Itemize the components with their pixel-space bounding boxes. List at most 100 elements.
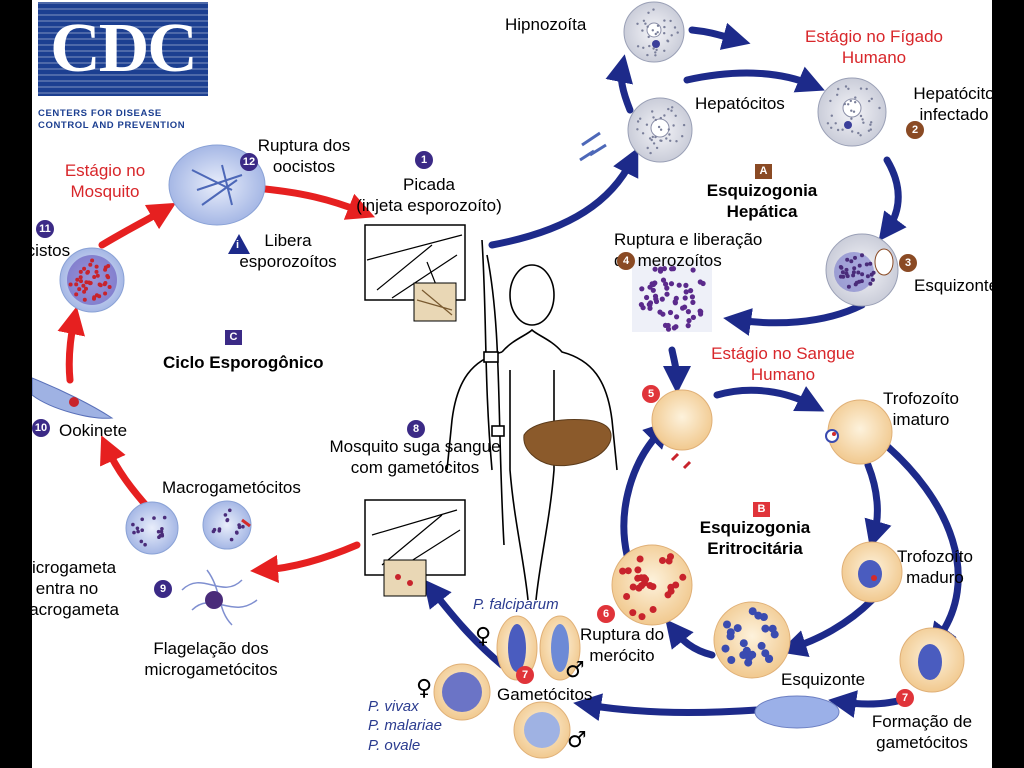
parasite-dot: [868, 261, 873, 266]
arrow-to-hipnozoita: [605, 54, 634, 114]
parasite-dot: [847, 103, 850, 106]
parasite-dot: [84, 286, 88, 291]
parasite-dot: [103, 267, 108, 272]
label-p-malariae: P. malariae: [368, 717, 442, 734]
parasite-dot: [653, 296, 659, 302]
arrow-outer-loop: [876, 436, 962, 652]
parasite-dot: [649, 606, 657, 613]
parasite-dot: [636, 120, 640, 123]
parasite-dot: [676, 31, 679, 34]
parasite-dot: [131, 522, 135, 527]
arrow-hepatocyte-to-infected: [683, 66, 825, 93]
parasite-dot: [135, 526, 140, 531]
parasite-dot: [663, 19, 666, 22]
parasite-dot: [82, 289, 87, 294]
parasite-dot: [679, 573, 687, 581]
stage-marker-b: B: [753, 502, 770, 517]
parasite-dot: [639, 117, 642, 120]
parasite-dot: [838, 274, 843, 279]
parasite-dot: [234, 530, 239, 535]
parasite-dot: [838, 265, 843, 269]
mosquito-bite-panel: [364, 224, 466, 322]
parasite-dot: [685, 309, 692, 315]
parasite-dot: [689, 294, 696, 300]
label-mosquito-feeds: Mosquito suga sangue com gametócitos: [329, 437, 501, 477]
ookinete-cell: [32, 377, 114, 419]
parasite-dot: [850, 117, 853, 120]
arrow-immature-to-mature: [864, 461, 892, 549]
parasite-dot: [726, 632, 735, 641]
parasite-dot: [92, 275, 97, 279]
step-badge-1: 1: [415, 151, 433, 169]
parasite-dot: [663, 281, 669, 287]
mosquito-stage-arrows: [57, 184, 375, 583]
parasite-dot: [686, 318, 692, 324]
parasite-dot: [761, 649, 770, 658]
parasite-dot: [636, 555, 644, 563]
parasite-dot: [654, 118, 657, 122]
parasite-dot: [851, 270, 856, 275]
parasite-dot: [659, 128, 663, 131]
macrogametocyte-cells: [125, 500, 252, 555]
label-gametocytes: Gametócitos: [497, 685, 593, 704]
arrow-rupture-to-bite: [250, 184, 375, 220]
step-badge-12: 12: [240, 153, 258, 171]
arrow-merozoite-to-blood: [662, 346, 691, 394]
parasite-dot: [836, 93, 839, 97]
parasite-dot: [690, 267, 696, 273]
parasite-dot: [77, 287, 82, 292]
parasite-dot: [86, 269, 90, 274]
liver-organ: [523, 419, 612, 467]
parasite-dot: [94, 269, 99, 274]
step-badge-9: 9: [154, 580, 172, 598]
parasite-dot: [744, 658, 753, 667]
parasite-dot: [217, 529, 222, 533]
parasite-dot: [105, 274, 110, 278]
parasite-dot: [655, 146, 659, 150]
parasite-dot: [98, 283, 103, 288]
parasite-dot: [623, 593, 631, 600]
microgametocyte-flagellation: [181, 569, 258, 626]
step-badge-6: 6: [597, 605, 615, 623]
parasite-dot: [661, 266, 668, 272]
parasite-dot: [865, 87, 868, 91]
parasite-dot: [859, 114, 863, 118]
parasite-dot: [641, 132, 645, 135]
parasite-dot: [143, 542, 147, 547]
oocyst-dots: [68, 258, 112, 302]
parasite-dot: [162, 515, 167, 520]
parasite-dot: [665, 557, 673, 565]
parasite-dot: [680, 305, 686, 311]
parasite-dot: [659, 116, 662, 120]
parasite-dot: [852, 110, 856, 113]
parasite-dot: [667, 128, 670, 131]
parasite-dot: [642, 46, 645, 49]
parasite-dot: [646, 146, 649, 150]
immature-trophozoite-cell: [825, 399, 893, 465]
parasite-dot: [667, 583, 675, 591]
parasite-dot: [664, 291, 670, 297]
parasite-dot: [624, 567, 632, 575]
hepatocyte-cell: [579, 97, 693, 163]
label-ookinete: Ookinete: [59, 421, 128, 440]
parasite-dot: [727, 656, 736, 664]
arrow-rbc-to-immature: [713, 386, 825, 412]
parasite-dot: [670, 34, 673, 37]
parasite-dot: [860, 253, 864, 258]
parasite-dot: [685, 323, 691, 329]
step-badge-10: 10: [32, 419, 50, 437]
arrow-rupture-to-rbc: [620, 420, 672, 559]
parasite-dot: [68, 282, 73, 287]
label-erythrocytic-schizogony: Esquizogonia Eritrocitária: [699, 518, 811, 558]
parasite-dot: [82, 266, 87, 271]
parasite-dot: [648, 137, 652, 140]
parasite-dot: [658, 266, 664, 272]
infected-hepatocyte-texture: [826, 85, 881, 137]
parasite-dot: [652, 47, 655, 50]
arrow-gametocytes-to-mosquito: [423, 579, 506, 669]
parasite-dot: [663, 49, 666, 52]
cdc-logo-subtitle: CENTERS FOR DISEASE CONTROL AND PREVENTI…: [38, 108, 186, 131]
label-oocysts: Oocistos: [32, 241, 71, 260]
label-sporozoite-release: Libera esporozoítos: [239, 231, 337, 271]
parasite-dot: [81, 283, 86, 288]
